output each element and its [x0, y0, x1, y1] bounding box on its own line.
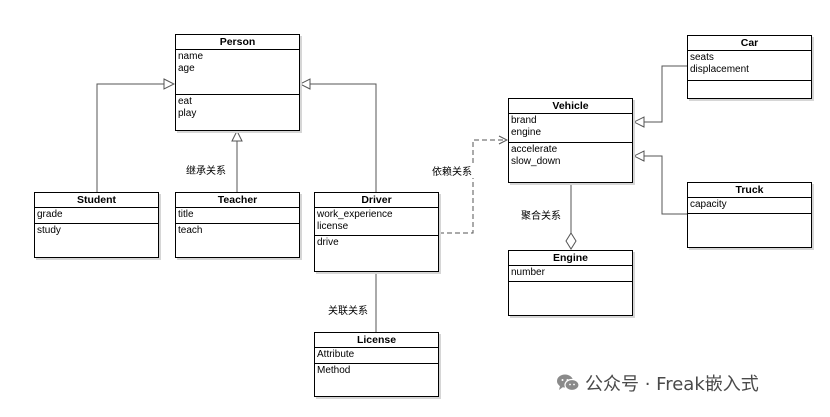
attributes-section: capacity: [688, 198, 811, 214]
class-car[interactable]: Car seats displacement: [687, 35, 812, 99]
edge-truck-vehicle: [634, 156, 687, 215]
class-title: Vehicle: [509, 99, 632, 114]
class-title: Person: [176, 35, 299, 50]
edge-student-person: [96, 84, 174, 192]
methods-section: study: [35, 224, 158, 238]
label-inheritance: 继承关系: [184, 162, 228, 177]
class-title: Truck: [688, 183, 811, 198]
methods-section: drive: [315, 236, 438, 250]
attributes-section: name age: [176, 50, 299, 95]
class-title: Car: [688, 36, 811, 51]
attribute: grade: [37, 209, 63, 220]
class-engine[interactable]: Engine number: [508, 250, 633, 316]
methods-section: Method: [315, 364, 438, 378]
methods-section: teach: [176, 224, 299, 238]
attributes-section: grade: [35, 208, 158, 224]
method: eat: [178, 96, 192, 107]
attribute: age: [178, 63, 195, 74]
attribute: capacity: [690, 199, 727, 210]
attribute: engine: [511, 127, 542, 138]
class-person[interactable]: Person name age eat play: [175, 34, 300, 131]
watermark: 公众号 · Freak嵌入式: [556, 370, 759, 396]
attributes-section: work_experience license: [315, 208, 438, 236]
methods-section: eat play: [176, 95, 299, 121]
label-association: 关联关系: [326, 302, 370, 317]
methods-section: [509, 282, 632, 284]
attribute: Attribute: [317, 349, 355, 360]
attribute: title: [178, 209, 194, 220]
method: play: [178, 108, 197, 119]
methods-section: [688, 81, 811, 83]
class-teacher[interactable]: Teacher title teach: [175, 192, 300, 258]
aggregation-diamond-icon: [565, 232, 577, 250]
attribute: number: [511, 267, 545, 278]
edge-driver-person: [300, 84, 377, 192]
attributes-section: Attribute: [315, 348, 438, 364]
class-student[interactable]: Student grade study: [34, 192, 159, 258]
method: Method: [317, 365, 351, 376]
class-title: Teacher: [176, 193, 299, 208]
method: accelerate: [511, 144, 558, 155]
class-license[interactable]: License Attribute Method: [314, 332, 439, 397]
method: drive: [317, 237, 339, 248]
attribute: seats: [690, 52, 714, 63]
attributes-section: brand engine: [509, 114, 632, 143]
attributes-section: title: [176, 208, 299, 224]
attribute: license: [317, 221, 349, 232]
methods-section: accelerate slow_down: [509, 143, 632, 169]
method: slow_down: [511, 156, 561, 167]
class-truck[interactable]: Truck capacity: [687, 182, 812, 248]
edge-car-vehicle: [634, 65, 687, 122]
attributes-section: number: [509, 266, 632, 282]
attributes-section: seats displacement: [688, 51, 811, 81]
attribute: brand: [511, 115, 537, 126]
class-title: Student: [35, 193, 158, 208]
class-title: Driver: [315, 193, 438, 208]
methods-section: [688, 214, 811, 216]
class-driver[interactable]: Driver work_experience license drive: [314, 192, 439, 272]
label-aggregation: 聚合关系: [519, 207, 563, 222]
method: study: [37, 225, 61, 236]
wechat-icon: [557, 374, 580, 392]
label-dependency: 依赖关系: [430, 163, 474, 178]
attribute: name: [178, 51, 204, 62]
attribute: displacement: [690, 64, 749, 75]
class-vehicle[interactable]: Vehicle brand engine accelerate slow_dow…: [508, 98, 633, 183]
watermark-text: 公众号 · Freak嵌入式: [585, 374, 759, 395]
class-title: License: [315, 333, 438, 348]
edge-driver-vehicle: [439, 140, 507, 234]
method: teach: [178, 225, 203, 236]
attribute: work_experience: [317, 209, 393, 220]
class-title: Engine: [509, 251, 632, 266]
